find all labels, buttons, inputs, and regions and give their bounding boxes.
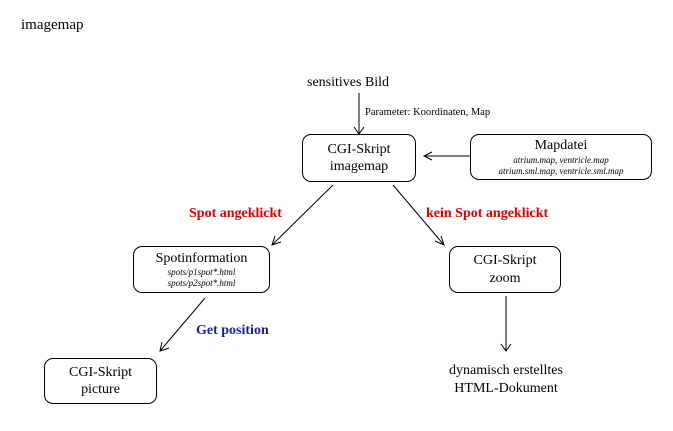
parameter-label: Parameter: Koordinaten, Map: [365, 107, 491, 118]
diagram-title: imagemap: [21, 17, 84, 33]
node-cgi-picture-line2: picture: [81, 382, 120, 397]
edge-label-spot: Spot angeklickt: [189, 206, 282, 221]
node-cgi-zoom: CGI-Skript zoom: [449, 246, 561, 293]
edge-label-get-position: Get position: [196, 323, 269, 338]
node-cgi-zoom-line1: CGI-Skript: [473, 253, 537, 268]
node-cgi-picture-line1: CGI-Skript: [69, 364, 132, 380]
arrow-imagemap-to-zoom: [392, 184, 445, 246]
output-document-label: dynamisch erstelltes HTML-Dokument: [406, 362, 606, 398]
source-image-label: sensitives Bild: [307, 75, 390, 90]
node-cgi-imagemap-line2: imagemap: [329, 159, 389, 174]
node-cgi-imagemap: CGI-Skript imagemap: [302, 134, 416, 182]
arrow-spotinformation-to-picture: [159, 297, 206, 352]
node-mapdatei-line1: atrium.map, ventricle.map: [513, 154, 609, 165]
node-spotinformation: Spotinformation spots/p1spot*.html spots…: [133, 246, 270, 293]
arrow-imagemap-to-spotinformation: [271, 184, 334, 246]
node-mapdatei-line2: atrium.sml.map, ventricle.sml.map: [498, 165, 624, 176]
node-cgi-zoom-line2: zoom: [489, 270, 521, 286]
edge-label-no-spot: kein Spot angeklickt: [426, 206, 549, 221]
output-document-line2: HTML-Dokument: [454, 381, 558, 397]
output-document-line1: dynamisch erstelltes: [449, 363, 563, 378]
node-cgi-imagemap-line1: CGI-Skript: [327, 141, 391, 157]
node-spotinformation-line2: spots/p2spot*.html: [167, 278, 236, 289]
node-cgi-picture: CGI-Skript picture: [44, 358, 157, 404]
node-spotinformation-line1: spots/p1spot*.html: [167, 267, 236, 278]
node-mapdatei: Mapdatei atrium.map, ventricle.map atriu…: [470, 134, 652, 180]
node-mapdatei-title: Mapdatei: [534, 138, 588, 154]
node-spotinformation-title: Spotinformation: [155, 250, 248, 266]
